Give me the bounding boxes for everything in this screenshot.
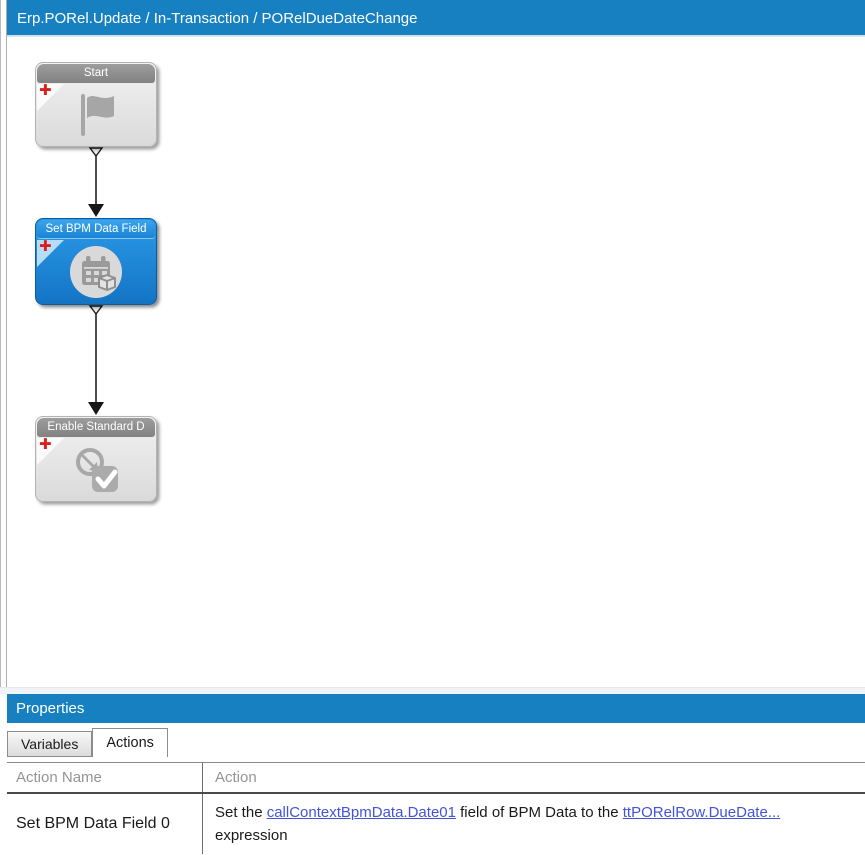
node-title: Set BPM Data Field <box>37 220 155 239</box>
tab-variables[interactable]: Variables <box>7 731 93 757</box>
table-row[interactable]: Set BPM Data Field 0 Set the callContext… <box>7 794 865 854</box>
workflow-node-enable-standard-directives[interactable]: Enable Standard D ✚ <box>35 416 157 502</box>
action-text: expression <box>215 827 288 844</box>
properties-tabs: Variables Actions <box>0 728 865 757</box>
add-condition-icon: ✚ <box>39 436 52 453</box>
action-text: field of BPM Data to the <box>455 804 623 821</box>
add-condition-icon: ✚ <box>39 238 52 255</box>
node-title: Enable Standard D <box>37 418 155 437</box>
action-cell: Set the callContextBpmData.Date01 field … <box>203 794 865 854</box>
globe-check-icon <box>76 447 118 492</box>
workflow-canvas[interactable]: Start ✚ Set BPM Data Field ✚ <box>7 39 865 687</box>
tab-actions[interactable]: Actions <box>92 728 168 757</box>
workflow-breadcrumb-text: Erp.PORel.Update / In-Transaction / PORe… <box>17 10 418 27</box>
node-title: Start <box>37 64 155 83</box>
flow-connector[interactable] <box>86 305 106 416</box>
flow-connector[interactable] <box>86 147 106 218</box>
action-field-link[interactable]: ttPORelRow.DueDate... <box>622 804 781 821</box>
actions-table-header: Action Name Action <box>7 763 865 794</box>
properties-header: Properties <box>7 694 865 723</box>
properties-header-text: Properties <box>16 700 85 717</box>
workflow-node-set-bpm-data-field[interactable]: Set BPM Data Field ✚ <box>35 218 157 305</box>
column-header-action-name: Action Name <box>7 763 203 792</box>
action-name-cell: Set BPM Data Field 0 <box>7 794 203 854</box>
calendar-cube-icon <box>70 246 122 298</box>
add-condition-icon: ✚ <box>39 82 52 99</box>
flag-icon <box>81 94 114 136</box>
workflow-node-start[interactable]: Start ✚ <box>35 62 157 147</box>
column-header-action: Action <box>215 769 257 786</box>
action-field-link[interactable]: callContextBpmData.Date01 <box>266 804 456 821</box>
action-text: Set the <box>215 804 267 821</box>
actions-table: Action Name Action Set BPM Data Field 0 … <box>7 762 865 854</box>
panel-splitter[interactable] <box>0 0 7 855</box>
horizontal-splitter[interactable] <box>0 687 865 694</box>
workflow-breadcrumb: Erp.PORel.Update / In-Transaction / PORe… <box>7 0 865 37</box>
properties-panel: Properties Variables Actions Action Name… <box>0 687 865 855</box>
action-description: Set the callContextBpmData.Date01 field … <box>215 795 845 853</box>
